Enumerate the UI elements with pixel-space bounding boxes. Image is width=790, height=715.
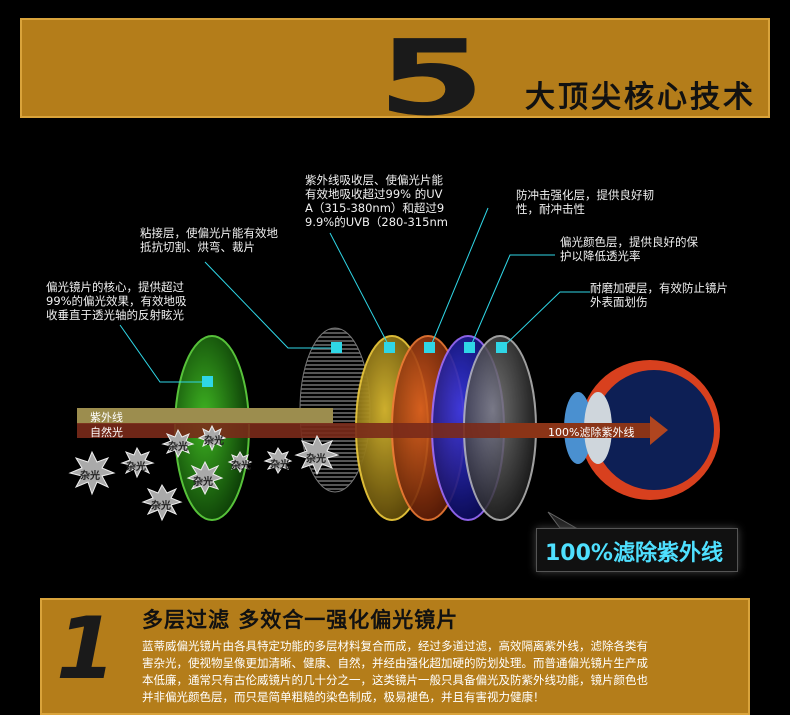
filter-label: 100%滤除紫外线: [548, 426, 635, 439]
annotation-core: 偏光镜片的核心，提供超过 99%的偏光效果，有效地吸 收垂直于透光轴的反射眩光: [46, 280, 187, 322]
annotation-adhesive: 粘接层，使偏光片能有效地 抵抗切割、烘弯、裁片: [140, 226, 278, 254]
uv-filter-badge-text: 100%滤除紫外线: [545, 541, 723, 566]
marker-core: [202, 376, 213, 387]
header-banner: 5 大顶尖核心技术: [20, 18, 770, 130]
section-body: 蓝蒂威偏光镜片由各具特定功能的多层材料复合而成，经过多道过滤，高效隔离紫外线，滤…: [142, 639, 648, 704]
noise-label: 杂光: [193, 477, 213, 488]
natural-label: 自然光: [90, 426, 123, 439]
marker-adhesive: [331, 342, 342, 353]
noise-label: 杂光: [306, 454, 326, 465]
section-title: 多层过滤 多效合一强化偏光镜片: [142, 608, 459, 632]
header-title: 大顶尖核心技术: [525, 80, 756, 115]
marker-impact: [424, 342, 435, 353]
header-number: 5: [377, 17, 486, 139]
section-number: 1: [56, 599, 116, 699]
annotation-uv-absorb: 紫外线吸收层、使偏光片能 有效地吸收超过99% 的UV A（315-380nm）…: [305, 173, 448, 229]
annotation-hardcoat: 耐磨加硬层，有效防止镜片 外表面划伤: [590, 281, 728, 309]
marker-hardcoat: [496, 342, 507, 353]
noise-label: 杂光: [126, 462, 146, 473]
badge-pointer: [547, 511, 578, 529]
noise-label: 杂光: [151, 501, 171, 512]
uv-bar: [77, 408, 333, 424]
uv-filter-badge: 100%滤除紫外线: [536, 528, 738, 572]
arrow-icon: [500, 416, 668, 445]
marker-uv: [384, 342, 395, 353]
starburst-noise-icon: [68, 424, 340, 522]
natural-bar: [77, 423, 517, 438]
annotation-impact: 防冲击强化层，提供良好韧 性，耐冲击性: [516, 188, 654, 216]
annotation-color: 偏光颜色层，提供良好的保 护以降低透光率: [560, 235, 698, 263]
section-banner: 1 多层过滤 多效合一强化偏光镜片 蓝蒂威偏光镜片由各具特定功能的多层材料复合而…: [40, 598, 750, 715]
noise-label: 杂光: [204, 436, 224, 447]
noise-label: 杂光: [168, 442, 188, 453]
noise-label: 杂光: [80, 471, 100, 482]
noise-label: 杂光: [231, 461, 251, 472]
uv-label: 紫外线: [90, 411, 123, 424]
noise-label: 杂光: [270, 460, 290, 471]
marker-color: [464, 342, 475, 353]
